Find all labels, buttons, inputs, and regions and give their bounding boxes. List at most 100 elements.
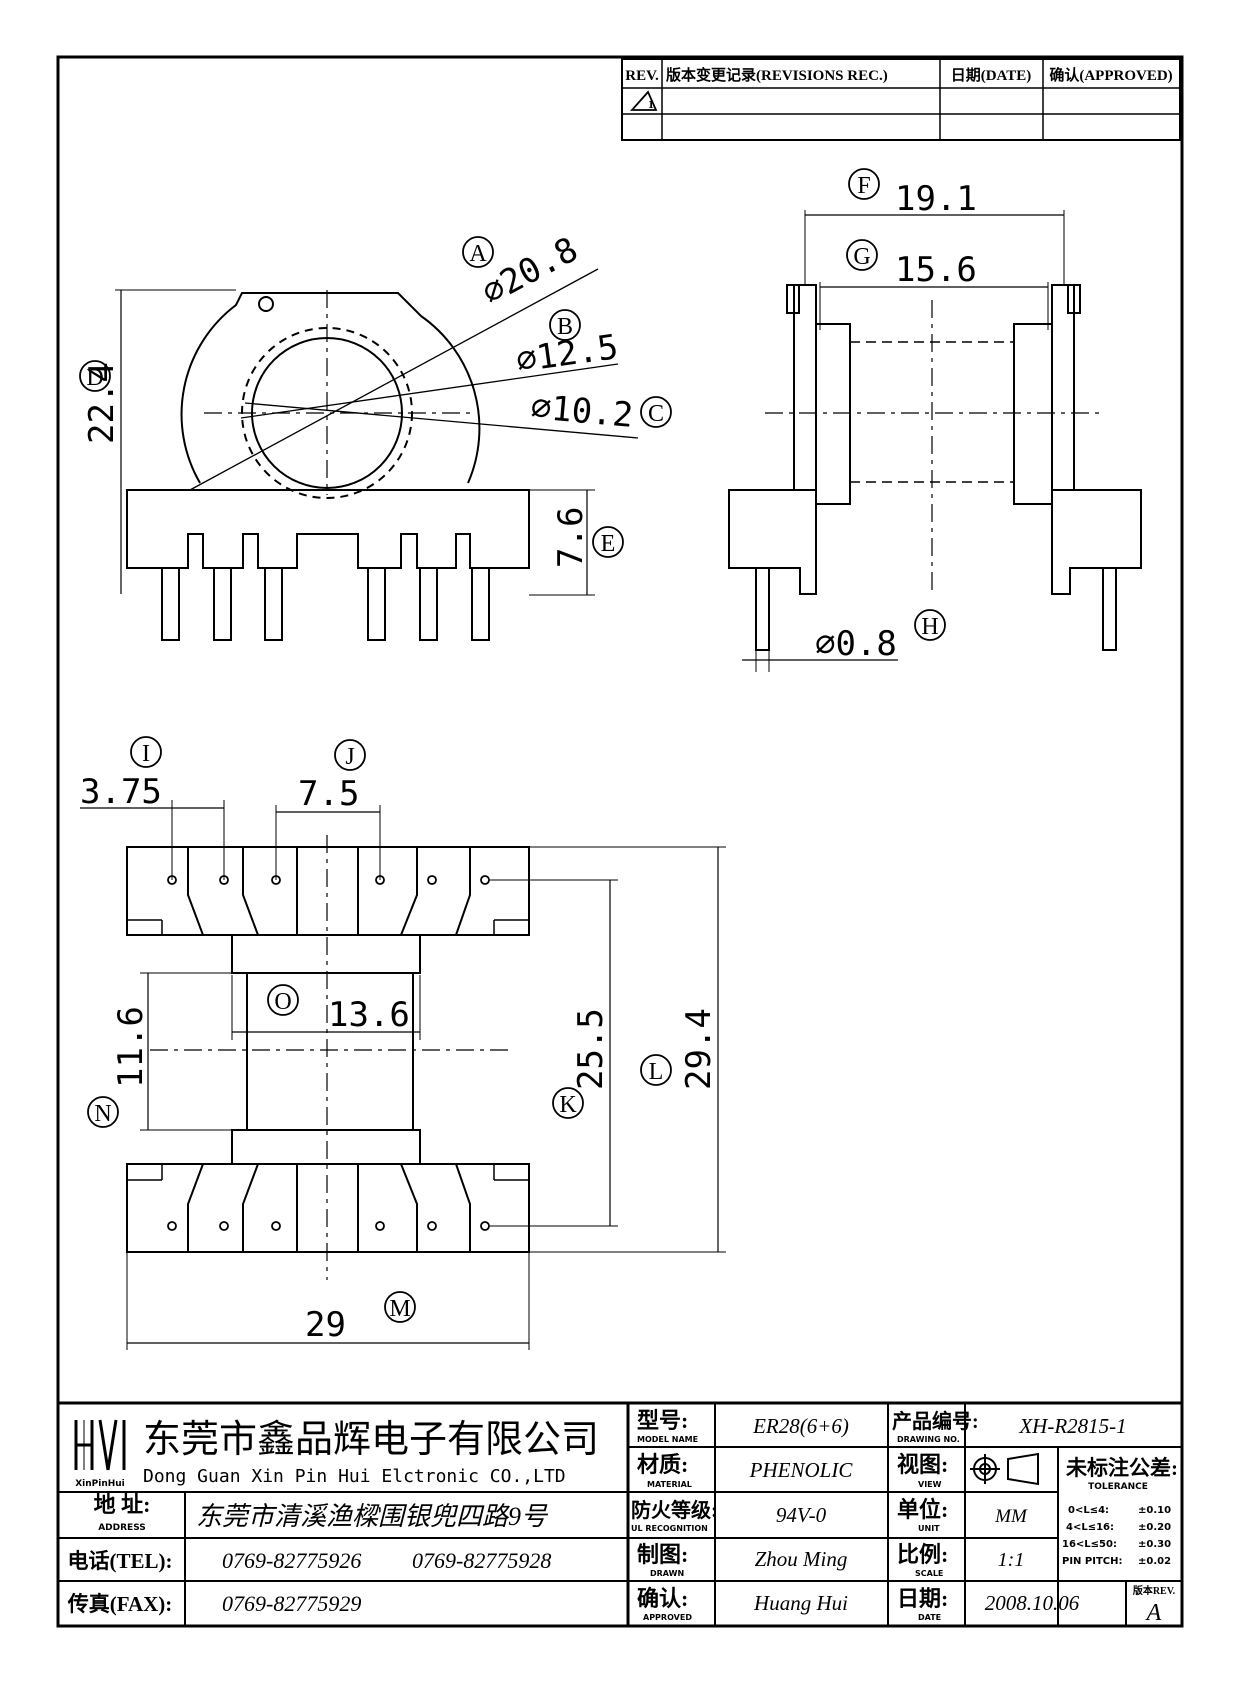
fax-label: 传真(FAX): [67, 1592, 173, 1616]
title-block: XinPinHui 东莞市鑫品辉电子有限公司 Dong Guan Xin Pin… [56, 1401, 1184, 1628]
dim-A-diameter: ⌀20.8 [475, 230, 584, 313]
dim-C-diameter: ⌀10.2 [529, 387, 634, 436]
address-label: 地 址: [94, 1492, 151, 1517]
tel-value-2: 0769-82775928 [412, 1548, 551, 1573]
pin-hole [480, 1221, 490, 1231]
tolerance-value-4: ±0.02 [1138, 1556, 1171, 1567]
tolerance-value-1: ±0.10 [1138, 1505, 1171, 1516]
balloon-H: H [914, 609, 946, 641]
dim-E-height: 7.6 [551, 507, 591, 568]
drawing-no-label-en: DRAWING NO. [897, 1435, 960, 1444]
unit-label-en: UNIT [918, 1524, 940, 1533]
front-view [115, 268, 639, 641]
balloon-L-letter: L [649, 1059, 664, 1085]
model-label-en: MODEL NAME [637, 1435, 698, 1444]
date-label-en: DATE [918, 1613, 941, 1622]
flame-label-en: UL RECOGNITION [631, 1524, 708, 1533]
flame-value: 94V-0 [776, 1503, 827, 1527]
balloon-N: N [87, 1096, 119, 1128]
approved-label: 确认: [637, 1586, 688, 1611]
dim-B-diameter: ⌀12.5 [514, 327, 621, 381]
pin-hole [375, 1221, 385, 1231]
model-value: ER28(6+6) [752, 1414, 849, 1438]
balloon-I-letter: I [142, 741, 150, 767]
balloon-C-letter: C [648, 401, 664, 427]
material-value: PHENOLIC [749, 1458, 854, 1482]
company-name-en: Dong Guan Xin Pin Hui Elctronic CO.,LTD [143, 1466, 566, 1487]
bottom-view-labels: I 3.75 J 7.5 O 13.6 11.6 N 25.5 K 29.4 L… [80, 736, 719, 1345]
pin-hole [219, 1221, 229, 1231]
revision-number: 1 [648, 97, 654, 111]
balloon-C: C [640, 396, 672, 428]
drawing-no-label: 产品编号: [892, 1409, 979, 1433]
revisions-record-header: 版本变更记录(REVISIONS REC.) [666, 66, 888, 84]
balloon-J: J [334, 739, 366, 771]
balloon-B: B [549, 309, 581, 341]
dim-K-length: 25.5 [571, 1008, 611, 1090]
dim-J-pitch: 7.5 [298, 774, 359, 814]
flame-label: 防火等级: [631, 1498, 718, 1522]
tolerance-value-2: ±0.20 [1138, 1522, 1171, 1533]
date-value: 2008.10.06 [985, 1591, 1080, 1615]
address-label-en: ADDRESS [98, 1523, 146, 1533]
balloon-F-letter: F [857, 173, 870, 199]
pin-hole [219, 875, 229, 885]
dim-I-pitch: 3.75 [80, 772, 162, 812]
balloon-O-letter: O [274, 989, 291, 1015]
tel-value-1: 0769-82775926 [222, 1548, 361, 1573]
approved-header: 确认(APPROVED) [1049, 66, 1172, 84]
view-label-en: VIEW [918, 1480, 942, 1489]
bottom-view-pin-holes [167, 875, 490, 1231]
tolerance-range-3: 16<L≤50: [1062, 1539, 1117, 1550]
balloon-A: A [462, 236, 494, 268]
dim-D-height: 22.4 [82, 362, 122, 444]
balloon-G: G [846, 239, 878, 271]
sheet-border [56, 55, 1184, 1628]
balloon-H-letter: H [921, 614, 938, 640]
balloon-E: E [592, 526, 624, 558]
rev-header: REV. [625, 68, 659, 84]
balloon-O: O [267, 984, 299, 1016]
balloon-E-letter: E [601, 531, 616, 557]
pin-hole [167, 875, 177, 885]
dim-O-width: 13.6 [328, 995, 410, 1035]
side-view-labels: F 19.1 G 15.6 ⌀0.8 H [815, 168, 977, 664]
balloon-G-letter: G [853, 244, 870, 270]
bottom-view [80, 800, 726, 1350]
balloon-A-letter: A [469, 241, 487, 267]
dim-M-width: 29 [305, 1305, 346, 1345]
balloon-L: L [640, 1054, 672, 1086]
logo-caption: XinPinHui [75, 1479, 125, 1489]
balloon-J-letter: J [345, 744, 354, 770]
address-value: 东莞市清溪渔樑围银兜四路9号 [196, 1502, 549, 1531]
tolerance-value-3: ±0.30 [1138, 1539, 1171, 1550]
tolerance-title: 未标注公差: [1066, 1456, 1178, 1480]
version-value: A [1145, 1600, 1162, 1626]
balloon-D: D [79, 360, 111, 392]
material-label-en: MATERIAL [647, 1480, 692, 1489]
pin-hole [427, 1221, 437, 1231]
pin-hole [480, 875, 490, 885]
tel-label: 电话(TEL): [68, 1549, 173, 1573]
scale-value: 1:1 [998, 1549, 1025, 1571]
pin-hole [427, 875, 437, 885]
unit-label: 单位: [897, 1497, 948, 1522]
revision-triangle-icon [629, 90, 658, 111]
pin-hole [167, 1221, 177, 1231]
balloon-I: I [130, 736, 162, 768]
balloon-B-letter: B [557, 314, 573, 340]
tolerance-range-4: PIN PITCH: [1062, 1556, 1122, 1567]
dim-H-diameter: ⌀0.8 [815, 624, 897, 664]
company-logo [74, 1419, 126, 1471]
version-label: 版本REV. [1133, 1584, 1176, 1597]
tolerance-range-1: 0<L≤4: [1068, 1505, 1109, 1516]
date-header: 日期(DATE) [951, 66, 1032, 84]
revision-table: REV. 版本变更记录(REVISIONS REC.) 日期(DATE) 确认(… [621, 58, 1181, 141]
balloon-K: K [552, 1087, 584, 1119]
dim-N-height: 11.6 [111, 1006, 151, 1088]
model-label: 型号: [637, 1408, 688, 1433]
side-view [728, 210, 1142, 672]
approved-label-en: APPROVED [643, 1613, 692, 1622]
date-label: 日期: [897, 1586, 948, 1611]
